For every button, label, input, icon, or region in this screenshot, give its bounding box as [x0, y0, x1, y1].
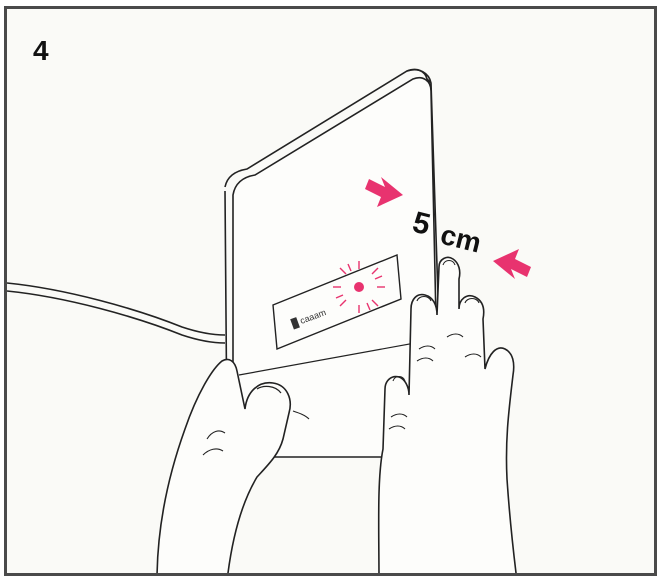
- nfc-tap-illustration: █ caaam: [7, 9, 657, 576]
- nfc-spark-icon: [333, 261, 385, 313]
- left-hand: [157, 359, 309, 576]
- arrow-left-icon: [493, 249, 531, 279]
- illustration-frame: 4 █ caaam: [4, 6, 657, 576]
- distance-unit: cm: [438, 219, 485, 259]
- power-cable: [7, 283, 225, 343]
